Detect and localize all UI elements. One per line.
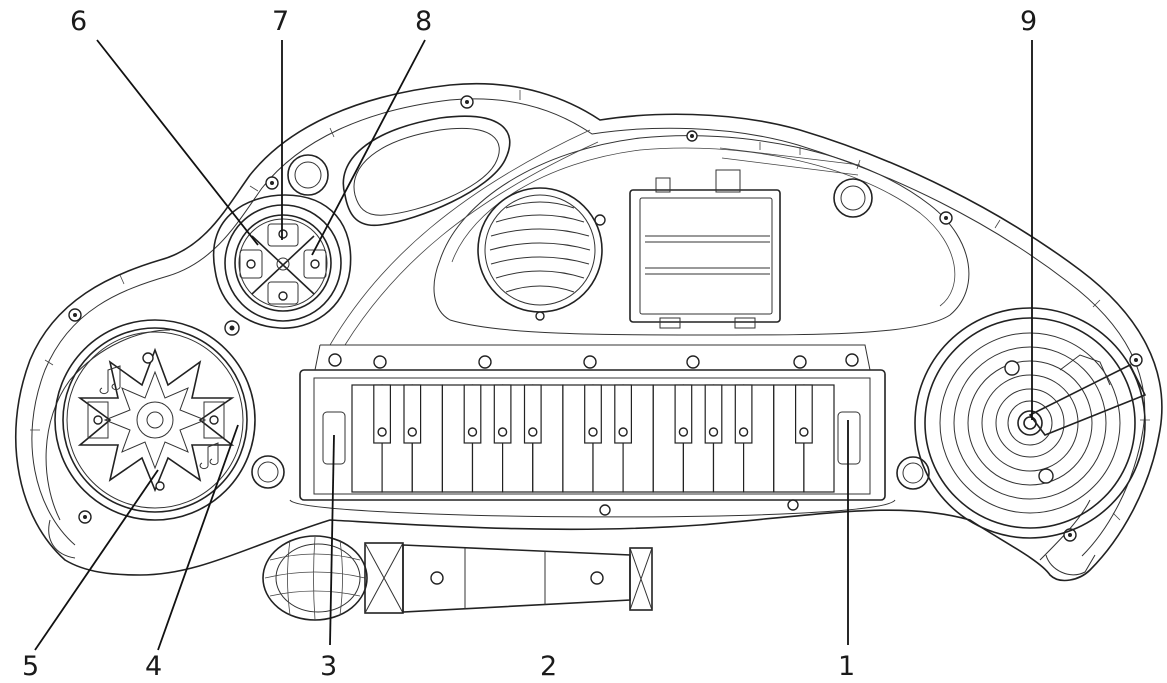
- battery-compartment: [629, 169, 781, 329]
- callout-6: 6: [70, 6, 87, 37]
- callout-labels: 1 2 3 4 5 6 7 8 9: [22, 6, 1037, 682]
- callout-4: 4: [145, 651, 162, 682]
- black-key: [403, 384, 422, 444]
- callout-1: 1: [838, 651, 855, 682]
- black-key: [463, 384, 482, 444]
- black-key: [734, 384, 753, 444]
- leader-lines: [34, 39, 1033, 651]
- keyboard-rail-screws: [328, 353, 859, 516]
- scratch-turntable: [914, 307, 1147, 539]
- black-key-pivot: [467, 427, 478, 437]
- black-key: [614, 384, 632, 444]
- leader-line-3: [329, 434, 335, 646]
- leader-line-8: [311, 39, 426, 256]
- black-key: [584, 384, 602, 444]
- speaker-grille: [477, 187, 606, 321]
- callout-9: 9: [1020, 6, 1037, 37]
- star-drum-pad: [54, 319, 256, 521]
- black-key-pivot: [528, 427, 538, 437]
- callout-7: 7: [272, 6, 289, 37]
- keyboard-assembly: [289, 344, 896, 518]
- black-key-pivot: [588, 427, 598, 437]
- black-key-pivot: [407, 427, 417, 437]
- black-key-pivot: [377, 427, 387, 437]
- black-key-pivot: [497, 427, 508, 437]
- leader-line-6: [96, 39, 259, 246]
- black-key: [523, 384, 542, 444]
- body-outline: [14, 82, 1163, 582]
- button-cluster: [212, 194, 352, 329]
- callout-5: 5: [22, 651, 39, 682]
- black-key-pivot: [708, 427, 719, 437]
- callout-2: 2: [540, 651, 557, 682]
- callout-3: 3: [320, 651, 337, 682]
- black-key: [794, 384, 813, 444]
- black-key: [674, 384, 693, 444]
- black-key-pivot: [799, 427, 809, 437]
- callout-8: 8: [415, 6, 432, 37]
- black-key-pivot: [738, 427, 749, 437]
- black-keys: [373, 384, 813, 444]
- leader-line-5: [34, 469, 159, 651]
- black-key: [373, 384, 391, 444]
- microphone: [262, 535, 653, 621]
- leader-line-4: [157, 424, 239, 651]
- black-key-pivot: [678, 427, 689, 437]
- black-key-pivot: [618, 427, 628, 437]
- black-key: [704, 384, 723, 444]
- black-key: [493, 384, 512, 444]
